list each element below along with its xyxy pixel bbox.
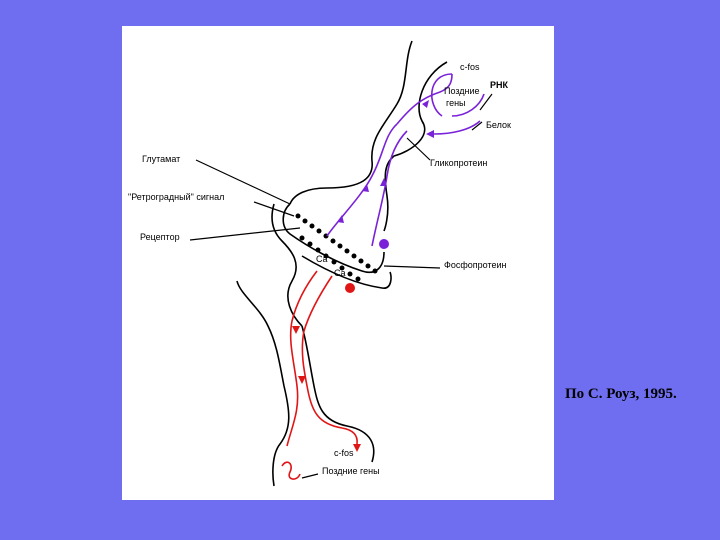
citation: По С. Роуз, 1995. xyxy=(565,386,677,402)
label-glycoproteins: Гликопротеин xyxy=(430,158,487,168)
label-protein: Белок xyxy=(486,120,511,130)
upper-dendrite-left-outline xyxy=(289,40,413,205)
red-marker xyxy=(345,283,355,293)
postsynaptic-right-outline xyxy=(301,255,392,289)
label-late-genes-top-1: Поздние xyxy=(444,86,480,96)
receptor-row xyxy=(295,213,378,282)
receptor-leader xyxy=(189,227,301,241)
lower-dendrite-left-outline xyxy=(236,280,290,487)
leader-lines xyxy=(189,93,493,479)
glycoprotein-leader xyxy=(406,137,431,161)
label-rna: РНК xyxy=(490,80,509,90)
label-late-genes-bottom: Поздние гены xyxy=(322,466,380,476)
neuron-signaling-diagram: Глутамат "Ретроградный" сигнал Рецептор … xyxy=(128,40,511,487)
red-path-2 xyxy=(301,275,343,429)
postsynaptic-spine-outline xyxy=(271,203,303,327)
purple-arrows xyxy=(337,100,434,249)
lower-dendrite-right-outline xyxy=(301,325,375,463)
purple-loop xyxy=(430,73,453,117)
glutamate-leader xyxy=(195,159,291,205)
label-retrograde-signal: "Ретроградный" сигнал xyxy=(128,192,224,202)
rna-leader xyxy=(479,93,493,111)
red-to-nucleus xyxy=(341,427,358,445)
label-late-genes-top-2: гены xyxy=(446,98,466,108)
red-path-1 xyxy=(286,270,318,447)
red-gene-squiggle xyxy=(281,461,301,480)
purple-path-2 xyxy=(371,130,408,247)
label-phosphoproteins: Фосфопротеин xyxy=(444,260,506,270)
retrograde-leader xyxy=(253,201,295,217)
red-pathway xyxy=(281,270,358,480)
purple-protein-return xyxy=(433,120,481,135)
phosphoprotein-leader xyxy=(383,265,441,269)
label-cfos-top: с-fos xyxy=(460,62,480,72)
label-receptor: Рецептор xyxy=(140,232,180,242)
synapse-cleft-upper xyxy=(282,203,385,273)
label-ca-1: Ca xyxy=(316,254,328,264)
label-cfos-bottom: с-fos xyxy=(334,448,354,458)
protein-leader xyxy=(471,121,483,131)
red-arrows xyxy=(292,283,361,452)
cell-outlines xyxy=(236,40,448,487)
label-ca-2: Ca xyxy=(334,268,346,278)
purple-marker xyxy=(379,239,389,249)
diagram-panel: Глутамат "Ретроградный" сигнал Рецептор … xyxy=(122,26,554,500)
late-genes-bottom-leader xyxy=(301,473,319,479)
purple-to-protein xyxy=(451,93,485,117)
label-glutamate: Глутамат xyxy=(142,154,180,164)
purple-path-upper xyxy=(396,73,453,125)
